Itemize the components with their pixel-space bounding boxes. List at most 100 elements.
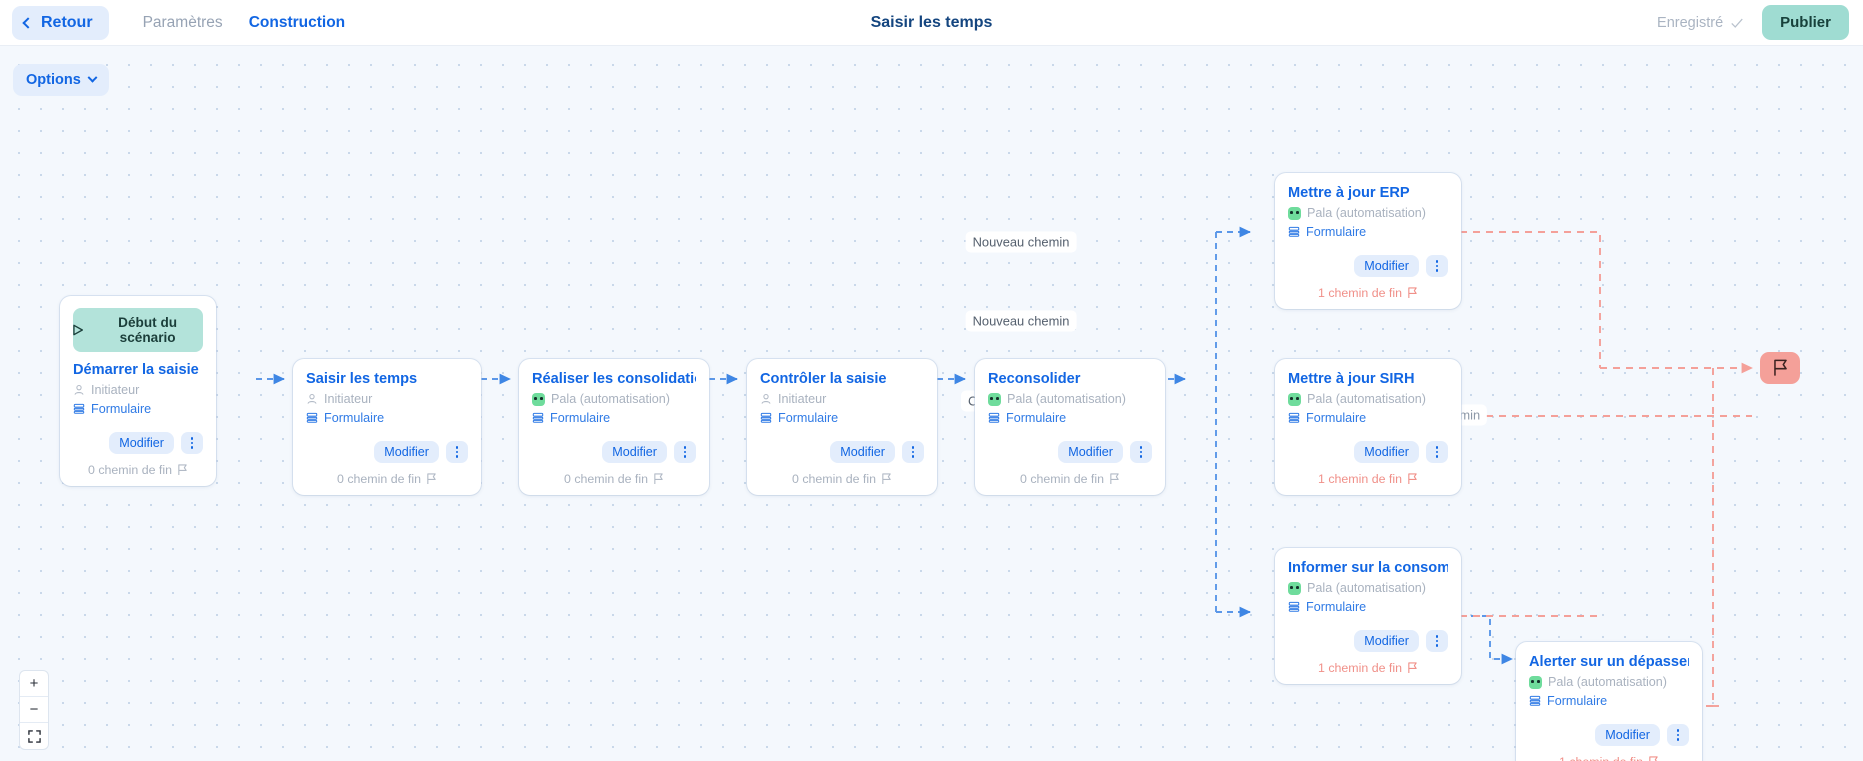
node-title: Alerter sur un dépassemen <box>1529 654 1689 670</box>
flag-icon <box>654 473 663 485</box>
zoom-in-button[interactable]: + <box>20 671 48 697</box>
more-options-icon[interactable] <box>1426 630 1448 652</box>
node-endpaths: 0 chemin de fin <box>306 472 468 486</box>
more-options-icon[interactable] <box>674 441 696 463</box>
flow-node-informer-sur-la-consommation[interactable]: Informer sur la consommat Pala (automati… <box>1275 548 1461 684</box>
flow-node-mettre-a-jour-sirh[interactable]: Mettre à jour SIRH Pala (automatisation)… <box>1275 359 1461 495</box>
modify-button[interactable]: Modifier <box>1354 255 1419 277</box>
node-role-label: Pala (automatisation) <box>1307 206 1427 220</box>
node-role: Pala (automatisation) <box>1288 392 1448 406</box>
flag-icon <box>882 473 891 485</box>
node-form: Formulaire <box>73 402 203 416</box>
tab-construction[interactable]: Construction <box>248 13 346 31</box>
modify-button[interactable]: Modifier <box>1354 441 1419 463</box>
bot-icon <box>1288 392 1301 406</box>
flag-icon <box>1649 756 1658 761</box>
person-icon <box>761 394 771 404</box>
chevron-left-icon <box>22 16 34 29</box>
node-role: Initiateur <box>760 392 924 406</box>
top-bar-right: Enregistré Publier <box>1657 5 1849 40</box>
flag-icon <box>1408 662 1417 674</box>
bot-icon <box>988 392 1001 406</box>
node-actions: Modifier <box>306 441 468 463</box>
bot-icon <box>1529 675 1542 689</box>
node-actions: Modifier <box>1288 255 1448 277</box>
flow-node-end[interactable] <box>1760 352 1800 384</box>
node-form-label: Formulaire <box>550 411 611 425</box>
flow-canvas[interactable]: Options <box>0 46 1863 761</box>
node-endpaths-label: 1 chemin de fin <box>1317 661 1403 675</box>
node-form-label: Formulaire <box>778 411 839 425</box>
flow-node-controler-la-saisie[interactable]: Contrôler la saisie Initiateur Formulair… <box>747 359 937 495</box>
node-form: Formulaire <box>760 411 924 425</box>
node-form-label: Formulaire <box>324 411 385 425</box>
zoom-out-button[interactable]: − <box>20 697 48 723</box>
modify-button[interactable]: Modifier <box>1595 724 1660 746</box>
flow-node-alerter-sur-un-depassement[interactable]: Alerter sur un dépassemen Pala (automati… <box>1516 642 1702 761</box>
node-endpaths-label: 0 chemin de fin <box>563 472 649 486</box>
modify-button[interactable]: Modifier <box>109 432 174 454</box>
node-role-label: Pala (automatisation) <box>1307 581 1427 595</box>
modify-button[interactable]: Modifier <box>602 441 667 463</box>
flow-node-mettre-a-jour-erp[interactable]: Mettre à jour ERP Pala (automatisation) … <box>1275 173 1461 309</box>
more-options-icon[interactable] <box>902 441 924 463</box>
options-button[interactable]: Options <box>13 64 109 96</box>
flow-node-start[interactable]: Début du scénario Démarrer la saisie Ini… <box>60 296 216 486</box>
bot-icon <box>1288 206 1301 220</box>
flag-icon <box>427 473 436 485</box>
modify-button[interactable]: Modifier <box>1058 441 1123 463</box>
bot-icon <box>1288 581 1301 595</box>
back-button-label: Retour <box>41 13 93 31</box>
node-endpaths: 1 chemin de fin <box>1529 755 1689 761</box>
flow-node-reconsolider[interactable]: Reconsolider Pala (automatisation) Formu… <box>975 359 1165 495</box>
node-title: Reconsolider <box>988 371 1081 387</box>
node-endpaths: 0 chemin de fin <box>73 463 203 477</box>
node-endpaths-label: 0 chemin de fin <box>1019 472 1105 486</box>
flow-node-realiser-les-consolidations[interactable]: Réaliser les consolidations Pala (automa… <box>519 359 709 495</box>
node-endpaths: 0 chemin de fin <box>988 472 1152 486</box>
node-title: Contrôler la saisie <box>760 371 887 387</box>
form-icon <box>1529 695 1541 706</box>
node-form-label: Formulaire <box>1547 694 1608 708</box>
node-actions: Modifier <box>1288 630 1448 652</box>
back-button[interactable]: Retour <box>12 5 109 40</box>
publish-button[interactable]: Publier <box>1762 5 1849 40</box>
node-role: Pala (automatisation) <box>1529 675 1689 689</box>
node-endpaths-label: 0 chemin de fin <box>336 472 422 486</box>
node-role: Pala (automatisation) <box>988 392 1152 406</box>
node-role: Pala (automatisation) <box>1288 206 1448 220</box>
node-form-label: Formulaire <box>1306 225 1367 239</box>
node-actions: Modifier <box>988 441 1152 463</box>
node-role-label: Initiateur <box>324 392 373 406</box>
more-options-icon[interactable] <box>446 441 468 463</box>
more-options-icon[interactable] <box>1667 724 1689 746</box>
node-form-label: Formulaire <box>91 402 152 416</box>
modify-button[interactable]: Modifier <box>374 441 439 463</box>
node-title: Informer sur la consommat <box>1288 560 1448 576</box>
person-icon <box>74 385 84 395</box>
edge-layer <box>256 226 1753 707</box>
more-options-icon[interactable] <box>1130 441 1152 463</box>
node-form: Formulaire <box>1288 225 1448 239</box>
flow-node-saisir-les-temps[interactable]: Saisir les temps Initiateur Formulaire M… <box>293 359 481 495</box>
bot-icon <box>532 392 545 406</box>
start-pill-label: Début du scénario <box>118 315 178 345</box>
node-role-label: Pala (automatisation) <box>1548 675 1668 689</box>
more-options-icon[interactable] <box>181 432 203 454</box>
node-title: Réaliser les consolidations <box>532 371 696 387</box>
node-role-label: Pala (automatisation) <box>1307 392 1427 406</box>
more-options-icon[interactable] <box>1426 255 1448 277</box>
play-icon <box>73 324 83 336</box>
node-endpaths-label: 0 chemin de fin <box>87 463 173 477</box>
node-form: Formulaire <box>1529 694 1689 708</box>
more-options-icon[interactable] <box>1426 441 1448 463</box>
modify-button[interactable]: Modifier <box>830 441 895 463</box>
tab-parametres[interactable]: Paramètres <box>142 13 223 31</box>
node-role: Pala (automatisation) <box>1288 581 1448 595</box>
node-form: Formulaire <box>306 411 468 425</box>
start-pill: Début du scénario <box>73 308 203 352</box>
fit-screen-button[interactable] <box>20 723 48 749</box>
node-form-label: Formulaire <box>1306 411 1367 425</box>
edge-label-nouveau-chemin-2: Nouveau chemin <box>965 310 1077 332</box>
modify-button[interactable]: Modifier <box>1354 630 1419 652</box>
